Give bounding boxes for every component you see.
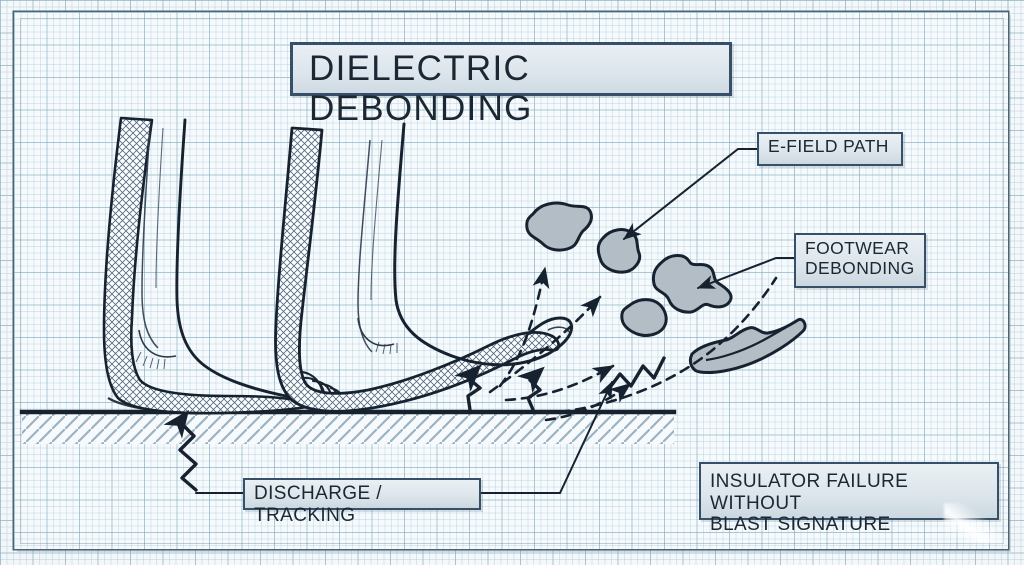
trajectory-2 <box>488 295 602 394</box>
trajectory-4 <box>544 382 632 422</box>
callout-e-field-path: E-FIELD PATH <box>757 132 903 166</box>
shoe-upper-detail <box>705 325 789 362</box>
callout-discharge-tracking: DISCHARGE / TRACKING <box>243 478 481 526</box>
callout-leaders <box>195 148 795 494</box>
callout-footwear-debonding: FOOTWEAR DEBONDING <box>794 233 926 288</box>
debris-fragment-3 <box>651 254 733 314</box>
debris-fragment-2 <box>596 228 642 274</box>
debris-fragment-1 <box>525 201 593 252</box>
diagram-title: DIELECTRIC DEBONDING <box>290 42 732 128</box>
trajectory-1 <box>498 266 550 388</box>
front-leg-figure <box>274 122 574 413</box>
zigzag-ground-left <box>163 409 198 492</box>
zigzag-mid <box>516 366 545 414</box>
leader-footwear <box>696 257 795 289</box>
debris-shoe-sole <box>688 317 807 374</box>
debris-fragment-4 <box>620 298 668 337</box>
ground-insulator-slab <box>19 409 677 444</box>
debris-fragments <box>525 201 807 374</box>
ejecta-trajectory-arrows <box>488 266 632 422</box>
callout-insulator-failure: INSULATOR FAILURE WITHOUT BLAST SIGNATUR… <box>699 462 999 535</box>
discharge-tracking-arcs <box>163 356 666 492</box>
trajectory-3 <box>504 364 615 402</box>
leader-discharge-right <box>480 380 613 494</box>
leader-e-field <box>623 148 758 240</box>
zigzag-right <box>606 356 666 392</box>
footwear-trajectory-arc <box>558 276 778 414</box>
zigzag-left <box>454 364 482 412</box>
